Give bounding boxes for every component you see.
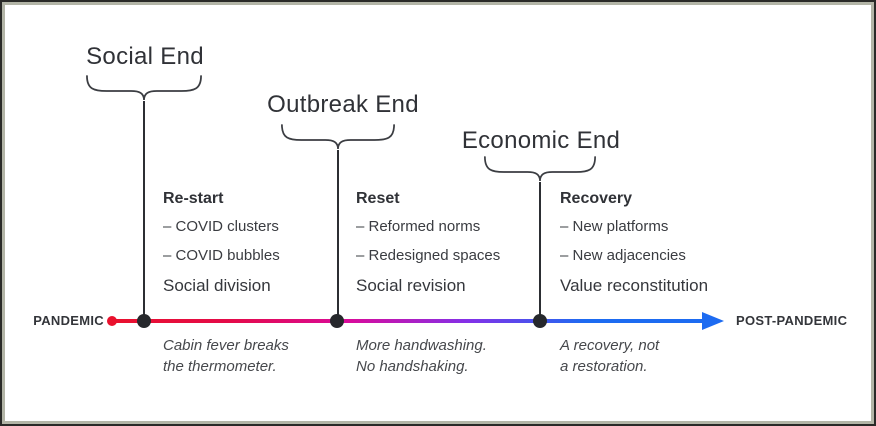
curly-brace-icon [281, 124, 395, 150]
timeline-marker-dot [137, 314, 151, 328]
pandemic-label: PANDEMIC [33, 313, 104, 328]
phase-summary: Social revision [356, 276, 466, 295]
milestone-title-social-end: Social End [86, 43, 204, 70]
phase-column-recovery: Recovery – New platforms – New adjacenci… [560, 190, 708, 296]
phase-bullet: – New platforms [560, 218, 669, 235]
timeline-start-dot [107, 316, 117, 326]
phase-summary: Value reconstitution [560, 276, 709, 295]
caption-line: a restoration. [560, 358, 648, 375]
caption-line: No handshaking. [356, 358, 469, 375]
phase-heading: Reset [356, 190, 400, 207]
caption-line: the thermometer. [163, 358, 277, 375]
phase-bullet: – COVID clusters [163, 218, 279, 235]
milestone-stem-line [539, 182, 541, 321]
phase-bullet: – Reformed norms [356, 218, 481, 235]
milestone-stem-line [337, 150, 339, 321]
milestone-title-economic-end: Economic End [461, 127, 621, 154]
curly-brace-icon [86, 75, 202, 101]
timeline-marker-dot [330, 314, 344, 328]
timeline-line [112, 319, 704, 323]
phase-bullet: – New adjacencies [560, 247, 686, 264]
phase-column-restart: Re-start – COVID clusters – COVID bubble… [163, 190, 280, 296]
caption-line: More handwashing. [356, 337, 487, 354]
phase-heading: Re-start [163, 190, 224, 207]
caption-line: A recovery, not [560, 337, 660, 354]
timeline-caption: More handwashing. No handshaking. [356, 335, 487, 377]
timeline-caption: A recovery, not a restoration. [560, 335, 659, 377]
post-pandemic-label: POST-PANDEMIC [736, 313, 848, 328]
caption-line: Cabin fever breaks [163, 337, 289, 354]
milestone-title-outbreak-end: Outbreak End [267, 91, 419, 118]
curly-brace-icon [484, 156, 596, 182]
phase-column-reset: Reset – Reformed norms – Redesigned spac… [356, 190, 500, 296]
milestone-stem-line [143, 101, 145, 321]
phase-heading: Recovery [560, 190, 633, 207]
timeline-marker-dot [533, 314, 547, 328]
timeline-caption: Cabin fever breaks the thermometer. [163, 335, 289, 377]
phase-bullet: – Redesigned spaces [356, 247, 501, 264]
timeline-arrowhead-icon [702, 312, 724, 330]
phase-bullet: – COVID bubbles [163, 247, 280, 264]
phase-summary: Social division [163, 276, 271, 295]
